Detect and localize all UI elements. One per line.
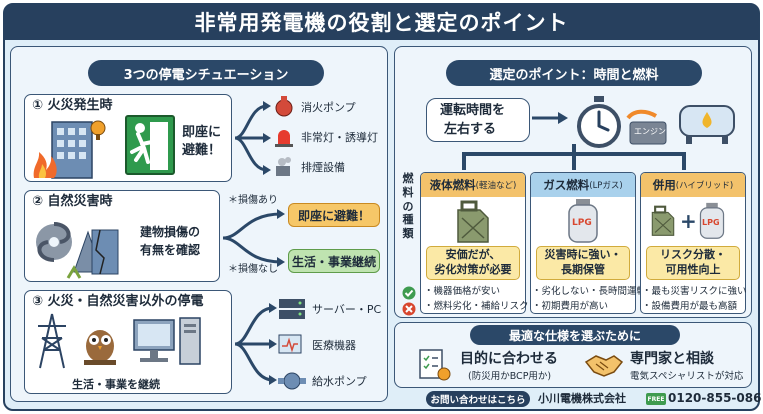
damage-check-line-1: 建物損傷の xyxy=(140,225,201,239)
fuel-type-char-5: 類 xyxy=(402,227,414,240)
fire-pump-icon xyxy=(275,96,293,117)
evacuate-line-1: 即座に xyxy=(182,125,222,140)
server-label: サーバー・PC xyxy=(312,303,382,316)
inquiry-label: お問い合わせはこちら xyxy=(430,395,526,406)
outage-caption: 生活・事業を継続 xyxy=(72,378,160,391)
liquid-merit-line-1: 安価だが、 xyxy=(445,248,501,262)
damage-yes-label: ＊損傷あり xyxy=(228,195,278,206)
liquid-merit-line-2: 劣化対策が必要 xyxy=(434,263,512,276)
emergency-exit-icon xyxy=(125,115,175,175)
gas-pros: ・劣化しない・長時間運転 xyxy=(532,286,647,297)
emergency-light-label: 非常灯・誘導灯 xyxy=(301,131,378,144)
free-dial-label: FREE xyxy=(647,395,665,403)
phone-number[interactable]: 0120-855-086 xyxy=(668,391,762,405)
lpg-cylinder-icon xyxy=(568,199,598,243)
building-fire-icon xyxy=(33,120,106,179)
liquid-name: 液体燃料 xyxy=(429,178,476,192)
hybrid-cons: ・設備費用が最も高額 xyxy=(642,301,738,312)
hybrid-merit-line-2: 可用性向上 xyxy=(665,263,721,276)
smoke-exhaust-label: 排煙設備 xyxy=(301,161,345,174)
damage-no-label: ＊損傷なし xyxy=(228,264,278,275)
emergency-light-icon xyxy=(275,130,293,147)
hybrid-merit-box: リスク分散・ 可用性向上 xyxy=(646,246,740,280)
purpose-title: 目的に合わせる xyxy=(460,351,558,367)
runtime-line-2: 左右する xyxy=(444,122,497,137)
gas-cons: ・初期費用が高い xyxy=(532,301,609,312)
plus-icon: + xyxy=(680,209,697,233)
fuel-branch-arrows xyxy=(462,144,686,170)
desktop-pc-icon xyxy=(133,317,201,365)
hybrid-jerry-can-icon xyxy=(651,205,675,236)
scenario-outage-title: ③ 火災・自然災害以外の停電 xyxy=(32,294,204,309)
runtime-callout xyxy=(426,98,530,142)
engine-label: エンジン xyxy=(634,127,666,136)
medical-device-icon xyxy=(278,334,302,354)
gas-merit-line-1: 災害時に強い・ xyxy=(544,248,622,262)
fuel-type-char-3: の xyxy=(402,199,414,213)
fuel-col-gas-header: ガス燃料(LPガス) xyxy=(531,173,635,197)
power-tower-icon xyxy=(38,313,66,369)
runtime-arrow xyxy=(532,112,568,124)
lpg-label: LPG xyxy=(572,218,592,228)
left-heading: 3つの停電シチュエーション xyxy=(88,60,324,86)
smoke-exhaust-icon xyxy=(276,157,291,176)
best-spec-heading: 最適な仕様を選ぶために xyxy=(470,325,680,345)
jerry-can-icon xyxy=(457,200,489,243)
fire-pump-label: 消火ポンプ xyxy=(301,101,356,114)
check-icon xyxy=(402,286,416,300)
consult-title: 専門家と相談 xyxy=(630,351,714,367)
liquid-merit-box: 安価だが、 劣化対策が必要 xyxy=(426,246,520,280)
right-heading: 選定のポイント：時間と燃料 xyxy=(446,60,702,86)
damage-branch-arrows xyxy=(222,209,285,267)
gas-merit-line-2: 長期保管 xyxy=(561,263,605,276)
scenario-disaster-title: ② 自然災害時 xyxy=(32,194,113,209)
liquid-cons: ・燃料劣化・補給リスク xyxy=(424,301,529,312)
hybrid-lpg-cylinder-icon xyxy=(699,202,725,239)
consult-sub: 電気スペシャリストが対応 xyxy=(630,371,744,382)
liquid-sub: (軽油など) xyxy=(475,181,517,191)
server-icon xyxy=(279,299,305,319)
fuel-col-hybrid-header: 併用(ハイブリッド) xyxy=(641,173,745,197)
fuel-tank-icon xyxy=(679,105,735,144)
fuel-type-label: 燃 料 の 種 類 xyxy=(398,172,418,241)
liquid-pros: ・機器価格が安い xyxy=(424,286,501,297)
medical-device-label: 医療機器 xyxy=(312,339,356,352)
fuel-type-char-1: 燃 xyxy=(402,172,414,185)
outage-branch-arrows xyxy=(234,303,277,385)
free-dial-icon: FREE xyxy=(646,393,666,405)
hybrid-merit-line-1: リスク分散・ xyxy=(660,248,726,262)
fuel-type-char-2: 料 xyxy=(402,185,414,199)
handshake-icon xyxy=(584,355,624,377)
gas-name: ガス燃料 xyxy=(543,178,590,192)
runtime-line-1: 運転時間を xyxy=(440,103,506,118)
evacuate-badge: 即座に避難！ xyxy=(288,203,380,227)
engine-icon xyxy=(626,109,667,145)
continue-badge: 生活・事業継続 xyxy=(288,249,380,273)
water-pump-label: 給水ポンプ xyxy=(312,375,367,388)
purpose-sub: (防災用かBCP用か) xyxy=(468,371,552,382)
fuel-type-char-4: 種 xyxy=(402,213,414,227)
hybrid-pros: ・最も災害リスクに強い xyxy=(642,286,747,297)
damage-check-line-2: 有無を確認 xyxy=(140,243,201,257)
page-title: 非常用発電機の役割と選定のポイント xyxy=(4,4,759,40)
inquiry-badge[interactable]: お問い合わせはこちら xyxy=(426,391,530,407)
checklist-gear-icon xyxy=(419,349,451,381)
cross-icon xyxy=(402,302,416,316)
fire-branch-arrows xyxy=(234,101,271,175)
scenario-fire-title: ① 火災発生時 xyxy=(32,98,113,113)
hybrid-sub: (ハイブリッド) xyxy=(675,181,734,191)
water-pump-icon xyxy=(278,372,306,390)
evacuate-line-2: 避難！ xyxy=(182,143,222,158)
stopwatch-icon xyxy=(577,96,621,148)
owl-icon xyxy=(84,330,116,365)
hybrid-name: 併用 xyxy=(652,178,676,192)
typhoon-building-icon xyxy=(36,222,119,279)
fuel-col-liquid-header: 液体燃料(軽油など) xyxy=(421,173,525,197)
hybrid-lpg-label: LPG xyxy=(702,218,720,227)
gas-merit-box: 災害時に強い・ 長期保管 xyxy=(536,246,630,280)
company-name: 小川電機株式会社 xyxy=(538,392,626,405)
gas-sub: (LPガス) xyxy=(589,181,623,191)
